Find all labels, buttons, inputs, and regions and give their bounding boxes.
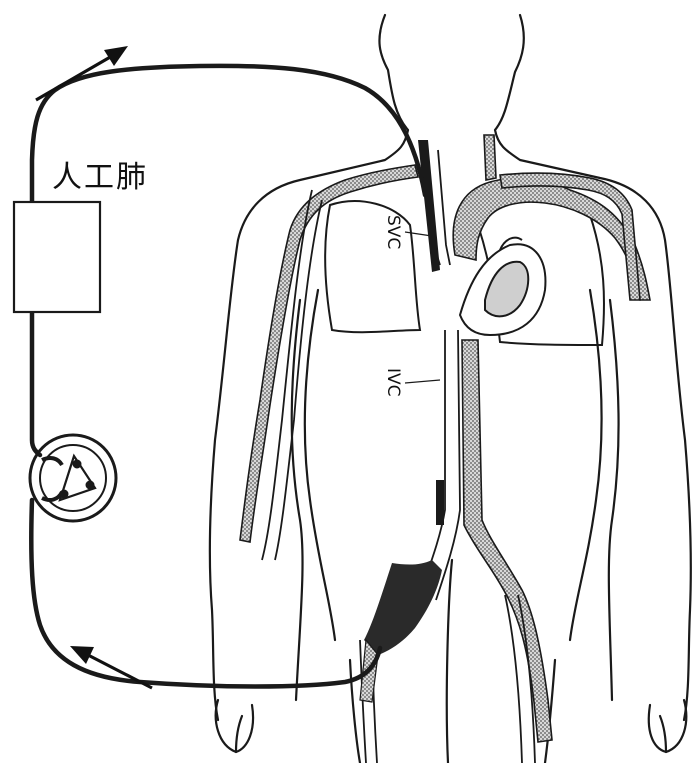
- right-lung: [325, 201, 420, 332]
- jugular-cannula: [418, 140, 444, 525]
- oxygenator-box: [14, 202, 100, 312]
- femoral-cannula: [360, 560, 442, 702]
- ivc-label: IVC: [383, 368, 403, 397]
- pump-icon: [30, 435, 116, 521]
- tube-oxygenator-to-pump: [32, 310, 40, 455]
- body-outline: [210, 15, 691, 763]
- oxygenator-label: 人工肺: [52, 152, 148, 196]
- svc-label: SVC: [383, 215, 403, 249]
